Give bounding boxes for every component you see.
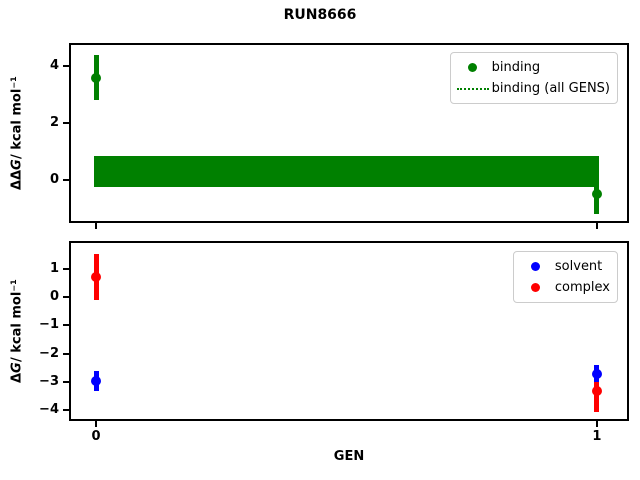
x-tick-mark xyxy=(595,223,598,229)
legend: solvent complex xyxy=(512,251,618,303)
legend-marker-cell xyxy=(454,87,492,90)
x-axis-label: GEN xyxy=(333,449,365,464)
y-tick-label: 2 xyxy=(49,115,59,131)
legend-label: binding xyxy=(491,60,541,75)
y-tick-mark xyxy=(63,267,69,270)
y-tick-label: −1 xyxy=(39,317,59,333)
y-tick-mark xyxy=(63,122,69,125)
y-tick-label: −3 xyxy=(39,374,59,390)
y-tick-mark xyxy=(63,65,69,68)
y-tick-mark xyxy=(63,409,69,412)
solvent-point xyxy=(591,368,602,379)
legend-item: binding (all GENS) xyxy=(454,78,610,99)
figure-title: RUN8666 xyxy=(283,7,357,23)
dot-icon xyxy=(531,283,541,292)
x-tick-mark xyxy=(595,421,598,427)
dot-icon xyxy=(531,262,541,271)
y-tick-mark xyxy=(63,324,69,327)
y-tick-mark xyxy=(63,178,69,181)
y-tick-mark xyxy=(63,381,69,384)
legend-marker-cell xyxy=(517,283,555,292)
legend-item: binding xyxy=(454,57,610,78)
dot-icon xyxy=(468,63,478,72)
dotted-line-icon xyxy=(456,87,489,90)
x-tick-label: 1 xyxy=(592,429,602,444)
y-tick-label: 1 xyxy=(49,260,59,276)
x-tick-mark xyxy=(95,421,98,427)
legend-marker-cell xyxy=(454,63,492,72)
legend-label: complex xyxy=(554,280,610,295)
y-tick-label: 4 xyxy=(49,58,59,74)
binding-point xyxy=(591,189,602,200)
legend-item: complex xyxy=(517,277,610,298)
y-tick-mark xyxy=(63,352,69,355)
binding-point xyxy=(91,72,102,83)
y-tick-label: −2 xyxy=(39,345,59,361)
legend-marker-cell xyxy=(517,262,555,271)
legend-label: solvent xyxy=(554,259,603,274)
legend: binding binding (all GENS) xyxy=(449,52,618,104)
legend-label: binding (all GENS) xyxy=(491,81,610,96)
solvent-point xyxy=(91,375,102,386)
y-tick-label: 0 xyxy=(49,171,59,187)
all-gens-band xyxy=(94,155,599,188)
y-tick-label: −4 xyxy=(39,402,59,418)
complex-point xyxy=(591,385,602,396)
x-tick-mark xyxy=(95,223,98,229)
complex-point xyxy=(91,272,102,283)
x-tick-label: 0 xyxy=(91,429,101,444)
legend-item: solvent xyxy=(517,256,610,277)
y-tick-label: 0 xyxy=(49,288,59,304)
y-tick-mark xyxy=(63,295,69,298)
